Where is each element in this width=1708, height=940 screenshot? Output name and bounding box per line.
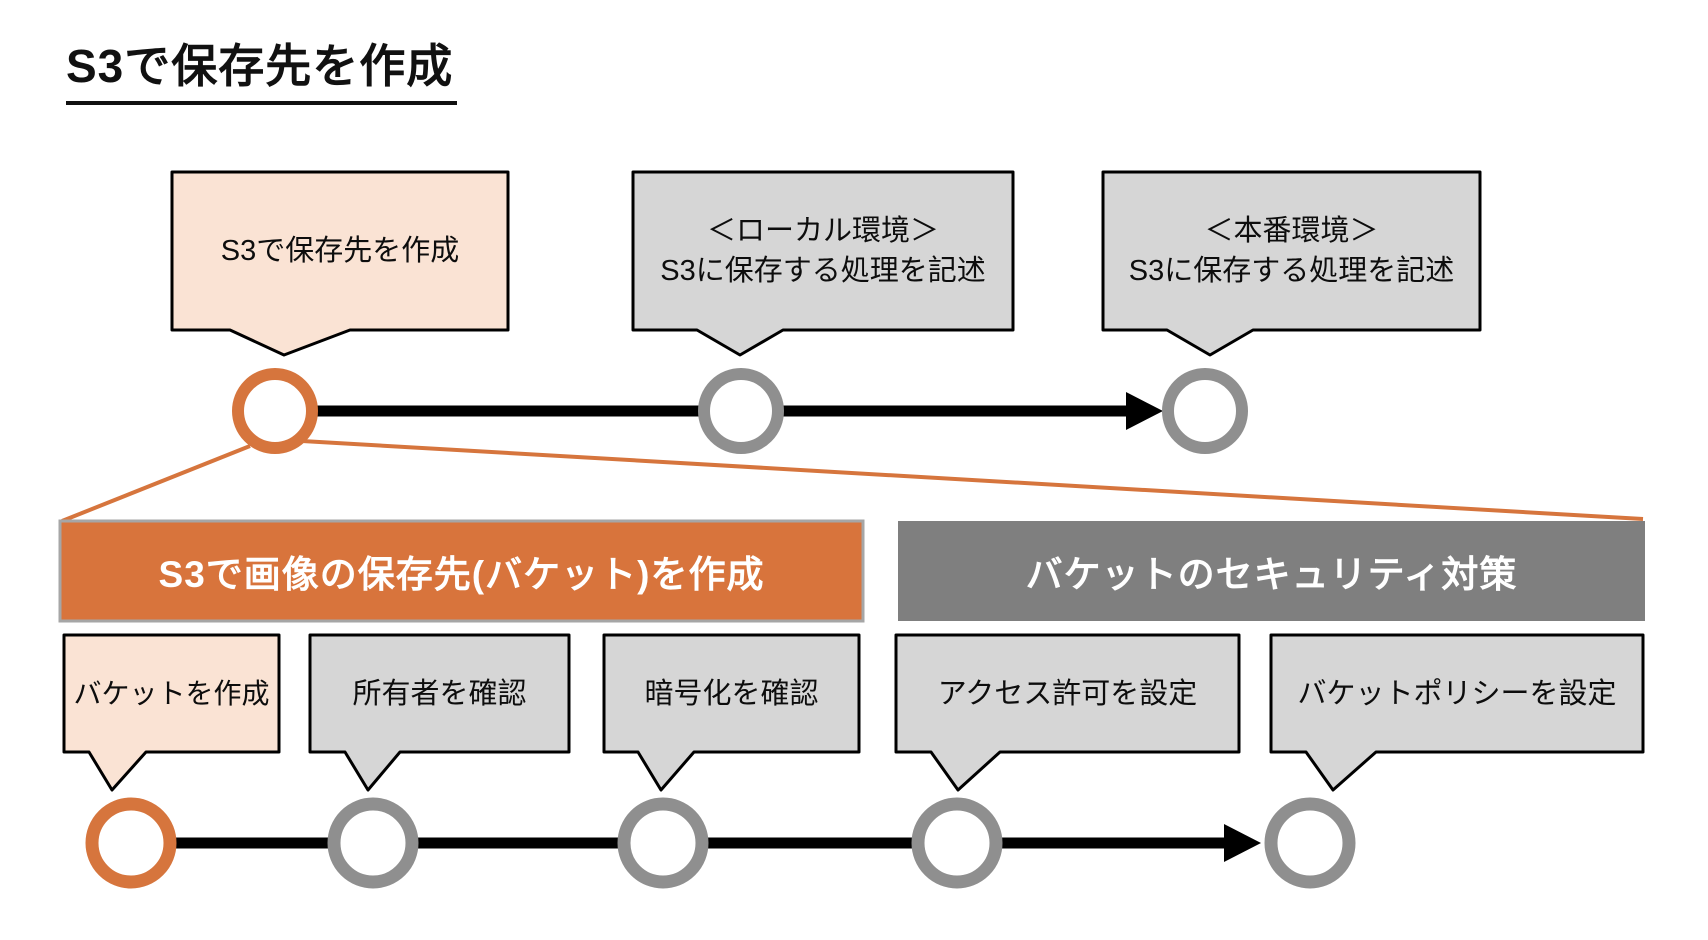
- detail-callout-create-bucket: [62, 633, 281, 792]
- expansion-line-right: [301, 439, 1644, 521]
- overview-node-production-env: [1162, 368, 1248, 454]
- page-title: S3で保存先を作成: [66, 40, 458, 105]
- detail-callout-confirm-encryption: [602, 633, 861, 792]
- overview-timeline-arrowhead-icon: [1126, 392, 1163, 430]
- detail-timeline-arrowhead-icon: [1224, 824, 1261, 862]
- overview-node-create-s3: [232, 368, 318, 454]
- overview-callout-create-s3: [170, 170, 510, 357]
- overview-node-local-env: [698, 368, 784, 454]
- detail-callout-confirm-owner: [308, 633, 571, 792]
- detail-callout-access-permission: [894, 633, 1241, 792]
- detail-group-bar-security: [898, 521, 1645, 621]
- detail-node-access-permission: [911, 797, 1003, 889]
- detail-node-confirm-owner: [327, 797, 419, 889]
- expansion-line-left: [61, 444, 251, 523]
- overview-callout-local-env: [631, 170, 1015, 357]
- detail-node-create-bucket: [85, 797, 177, 889]
- overview-callout-production-env: [1101, 170, 1482, 357]
- detail-callout-bucket-policy: [1269, 633, 1645, 792]
- detail-node-bucket-policy: [1264, 797, 1356, 889]
- detail-node-confirm-encryption: [617, 797, 709, 889]
- detail-group-bar-create-bucket: [58, 519, 865, 623]
